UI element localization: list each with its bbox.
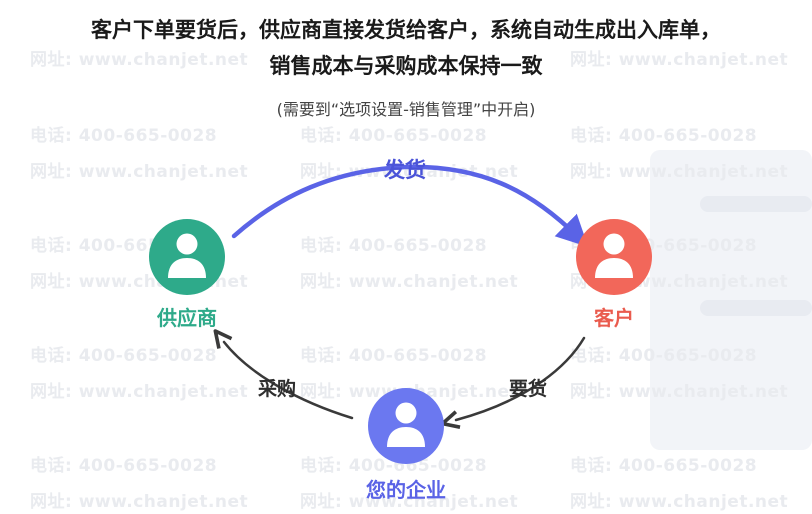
watermark-text: 网址: www.chanjet.net (30, 42, 248, 78)
title-line-1: 客户下单要货后，供应商直接发货给客户，系统自动生成出入库单， (91, 18, 721, 42)
customer-node (576, 219, 652, 295)
background-decoration (700, 300, 812, 316)
watermark-phone: 电话: 400-665-0028 (300, 456, 488, 476)
purchase-arrow (213, 329, 354, 420)
watermark-text: 电话: 400-665-0028 网址: www.chanjet.net (570, 448, 788, 514)
watermark-text: 电话: 400-665-0028 网址: www.chanjet.net (300, 448, 518, 514)
purchase-label: 采购 (257, 378, 296, 400)
watermark-phone: 电话: 400-665-0028 (300, 346, 488, 366)
watermark-phone: 电话: 400-665-0028 (30, 346, 218, 366)
watermark-text: 电话: 400-665-0028 网址: www.chanjet.net (570, 118, 788, 190)
ship-label: 发货 (384, 158, 426, 182)
person-icon (595, 233, 633, 278)
watermark-text: 电话: 400-665-0028 网址: www.chanjet.net (30, 338, 248, 410)
watermark-site: 网址: www.chanjet.net (30, 492, 249, 512)
person-icon (168, 233, 206, 278)
order-label: 要货 (508, 378, 547, 400)
watermark-site: 网址: www.chanjet.net (570, 162, 789, 182)
watermark-text: 电话: 400-665-0028 网址: www.chanjet.net (300, 228, 518, 300)
ship-arrow (231, 164, 589, 248)
company-label: 您的企业 (366, 478, 446, 502)
watermark-text: 网址: www.chanjet.net (570, 42, 788, 78)
watermark-phone: 电话: 400-665-0028 (570, 126, 758, 146)
watermark-phone: 电话: 400-665-0028 (300, 236, 488, 256)
settings-note: (需要到“选项设置-销售管理”中开启) (276, 100, 536, 119)
watermark-site: 网址: www.chanjet.net (570, 492, 789, 512)
watermark-site: 网址: www.chanjet.net (30, 50, 249, 70)
watermark-phone: 电话: 400-665-0028 (570, 346, 758, 366)
supplier-label: 供应商 (157, 306, 217, 330)
watermark-site: 网址: www.chanjet.net (570, 50, 789, 70)
watermark-phone: 电话: 400-665-0028 (30, 126, 218, 146)
watermark-phone: 电话: 400-665-0028 (300, 126, 488, 146)
company-node (368, 388, 444, 464)
order-arrow (440, 336, 586, 429)
watermark-text: 电话: 400-665-0028 网址: www.chanjet.net (570, 338, 788, 410)
person-icon (387, 402, 425, 447)
watermark-site: 网址: www.chanjet.net (300, 272, 519, 292)
watermark-phone: 电话: 400-665-0028 (30, 456, 218, 476)
watermark-site: 网址: www.chanjet.net (300, 492, 519, 512)
watermark-site: 网址: www.chanjet.net (300, 162, 519, 182)
watermark-text: 电话: 400-665-0028 网址: www.chanjet.net (300, 118, 518, 190)
title-line-2: 销售成本与采购成本保持一致 (269, 54, 543, 78)
watermark-site: 网址: www.chanjet.net (30, 382, 249, 402)
supplier-node (149, 219, 225, 295)
watermark-site: 网址: www.chanjet.net (30, 162, 249, 182)
customer-label: 客户 (594, 306, 634, 330)
watermark-text: 电话: 400-665-0028 网址: www.chanjet.net (30, 118, 248, 190)
watermark-site: 网址: www.chanjet.net (570, 382, 789, 402)
watermark-phone: 电话: 400-665-0028 (570, 456, 758, 476)
watermark-text: 电话: 400-665-0028 网址: www.chanjet.net (30, 448, 248, 514)
background-decoration (700, 196, 812, 212)
